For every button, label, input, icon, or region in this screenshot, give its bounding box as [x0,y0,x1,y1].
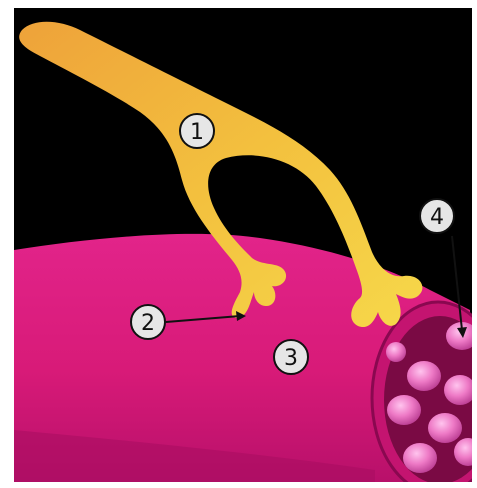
myofibril [386,342,406,362]
label-2: 2 [131,305,165,339]
myofibril [428,413,462,443]
label-4-text: 4 [430,205,444,230]
myofibril [407,361,441,391]
myofibril [444,375,476,405]
label-4: 4 [420,199,454,233]
label-3-text: 3 [284,346,298,371]
myofibril [387,395,421,425]
label-1-text: 1 [190,120,204,145]
myofibril [403,443,437,473]
label-3: 3 [274,340,308,374]
label-1: 1 [180,114,214,148]
label-2-text: 2 [141,311,155,336]
